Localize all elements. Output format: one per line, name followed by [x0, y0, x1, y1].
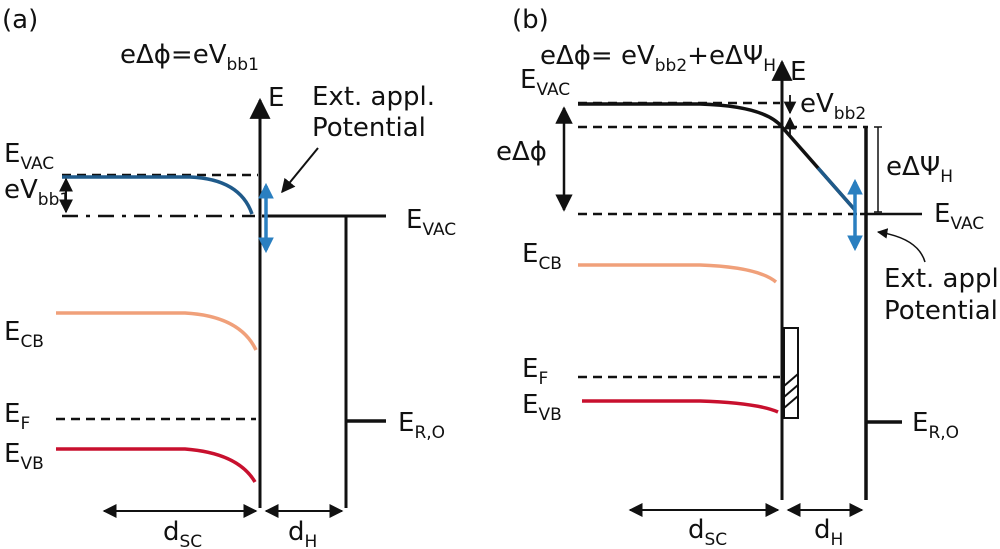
ext-potential-label-b-line1: Ext. appl. [884, 264, 1000, 294]
conduction-band-curve-b [578, 263, 778, 284]
energy-axis-label-b: E [790, 57, 806, 87]
annotation-pointer-a [281, 147, 319, 194]
panel-a-label: (a) [2, 5, 38, 35]
ef-label-a: EF [4, 399, 30, 434]
energy-axis-label-a: E [268, 83, 284, 113]
evbb-label-b: eVbb2 [800, 89, 866, 124]
vacuum-band-curve-b-blue [816, 166, 857, 212]
edphi-label-b: eΔϕ [496, 137, 547, 167]
edpsi-label-b: eΔΨH [886, 152, 953, 187]
dh-label-a: dH [288, 517, 317, 549]
vacuum-band-curve-a [62, 175, 254, 215]
dsc-label-a: dSC [163, 517, 202, 549]
evac-solution-label-a: EVAC [406, 205, 456, 240]
conduction-band-curve-a [56, 311, 258, 351]
evac-solution-label-b: EVAC [934, 199, 984, 234]
valence-band-curve-b [582, 399, 779, 414]
ext-potential-label-a-line1: Ext. appl. [312, 82, 435, 112]
panel-b-equation: eΔϕ= eVbb2+eΔΨH [540, 41, 776, 76]
panel-a-equation: eΔϕ=eVbb1 [120, 40, 259, 75]
surface-states-hatch-1 [783, 373, 799, 387]
ext-potential-label-b-line2: Potential [884, 296, 998, 326]
surface-states-hatch-2 [783, 384, 799, 398]
panel-a: (a) eΔϕ=eVbb1 E Ext. appl. Potential EVA… [2, 5, 456, 549]
surface-states-box [783, 327, 799, 419]
panel-b-label: (b) [512, 5, 549, 35]
valence-band-curve-a [56, 447, 257, 483]
ecb-label-a: ECB [4, 317, 44, 352]
ero-label-a: ER,O [398, 408, 445, 443]
surface-states-hatch-3 [783, 395, 799, 409]
evac-label-a: EVAC [4, 139, 54, 174]
ero-label-b: ER,O [912, 408, 959, 443]
vacuum-band-curve-b-black [578, 102, 857, 212]
evb-label-a: EVB [4, 439, 44, 474]
panel-b: (b) eΔϕ= eVbb2+eΔΨH E eΔϕ eVbb2 eΔΨH EVA… [496, 5, 1000, 549]
evb-label-b: EVB [522, 390, 562, 425]
dh-label-b: dH [814, 515, 843, 549]
dsc-label-b: dSC [688, 515, 727, 549]
ecb-label-b: ECB [522, 239, 562, 274]
ef-label-b: EF [522, 354, 548, 389]
annotation-pointer-b [876, 228, 926, 263]
ext-potential-label-a-line2: Potential [312, 113, 426, 143]
evac-label-b: EVAC [520, 65, 570, 100]
evbb-label-a: eVbb1 [4, 175, 70, 210]
